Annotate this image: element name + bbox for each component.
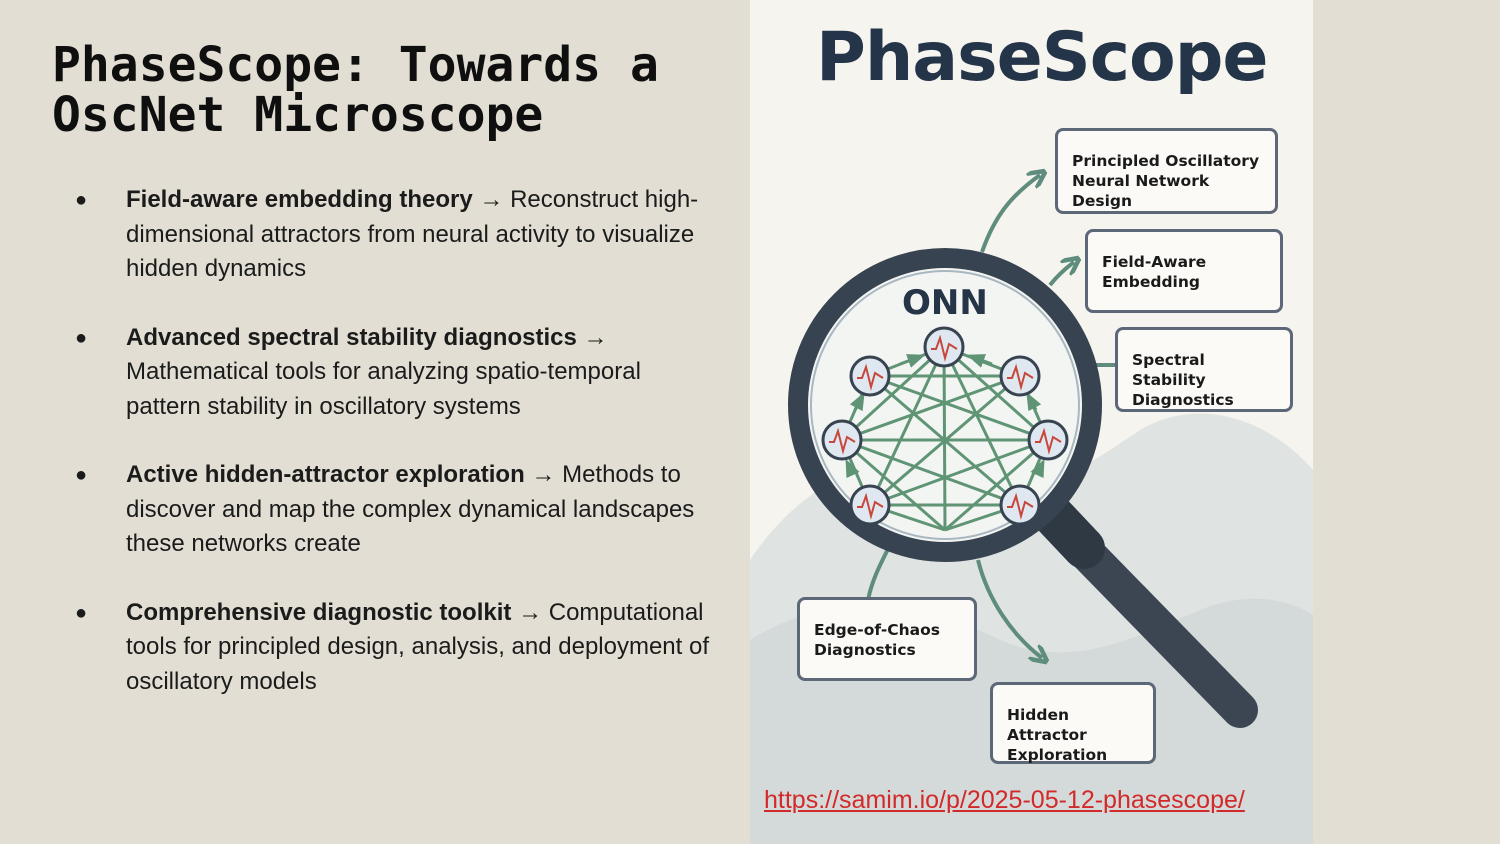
bullet-text: → Mathematical tools for analyzing spati… (126, 323, 641, 420)
bullet-item: ● Comprehensive diagnostic toolkit → Com… (72, 596, 712, 700)
onn-label: ONN (902, 283, 988, 323)
oscillator-node-icon (849, 355, 891, 397)
box-label: Hidden Attractor Exploration (1007, 706, 1108, 764)
arrow-to-hidden-attractor (976, 559, 1042, 658)
oscillator-node-icon (999, 484, 1041, 526)
illustration-panel: PhaseScope ONN Principled Oscillatory Ne… (750, 0, 1313, 844)
bullet-text: → Computational tools for principled des… (126, 598, 710, 695)
bullet-heading: Comprehensive diagnostic toolkit (126, 598, 512, 626)
bullet-dot: ● (75, 326, 88, 349)
bullet-list: ● Field-aware embedding theory → Reconst… (72, 183, 712, 733)
magnifier-handle (1054, 520, 1258, 728)
illustration-title: PhaseScope (816, 18, 1269, 97)
box-label: Edge-of-Chaos Diagnostics (814, 621, 941, 659)
bullet-item: ● Field-aware embedding theory → Reconst… (72, 183, 712, 287)
bullet-item: ● Active hidden-attractor exploration → … (72, 458, 712, 562)
bullet-text: → Methods to discover and map the comple… (126, 461, 695, 557)
box-principled-design: Principled Oscillatory Neural Network De… (1055, 128, 1278, 214)
slide-title: PhaseScope: Towards a OscNet Microscope (52, 37, 659, 143)
oscillator-node-icon (1027, 419, 1069, 461)
box-hidden-attractor: Hidden Attractor Exploration (990, 682, 1156, 764)
bullet-dot: ● (75, 464, 88, 486)
bullet-heading: Active hidden-attractor exploration (126, 461, 525, 488)
box-edge-of-chaos: Edge-of-Chaos Diagnostics (797, 597, 977, 681)
oscillator-node-icon (999, 355, 1041, 397)
arrow-to-field-aware (1048, 262, 1074, 287)
source-link[interactable]: https://samim.io/p/2025-05-12-phasescope… (764, 786, 1245, 814)
bullet-dot: ● (75, 189, 88, 211)
bullet-text: → Reconstruct high-dimensional attractor… (126, 186, 699, 282)
lens-inner-ring (810, 270, 1080, 540)
bullet-dot: ● (75, 601, 88, 624)
bullet-item: ● Advanced spectral stability diagnostic… (72, 321, 712, 425)
bullet-heading: Field-aware embedding theory (126, 186, 473, 213)
box-label: Spectral Stability Diagnostics (1132, 351, 1234, 409)
oscillator-node-icon (923, 326, 965, 368)
box-field-aware-embedding: Field-Aware Embedding (1085, 229, 1283, 313)
magnifier-collar (1029, 491, 1105, 569)
oscillator-node-icon (849, 484, 891, 526)
box-spectral-stability: Spectral Stability Diagnostics (1115, 327, 1293, 412)
oscillator-node-icon (821, 419, 863, 461)
arrow-to-principled (980, 175, 1040, 253)
oscillator-nodes (821, 326, 1069, 526)
box-label: Principled Oscillatory Neural Network De… (1072, 152, 1260, 210)
network-arrowheads (845, 354, 1045, 479)
box-label: Field-Aware Embedding (1102, 253, 1207, 291)
bullet-heading: Advanced spectral stability diagnostics (126, 323, 577, 351)
